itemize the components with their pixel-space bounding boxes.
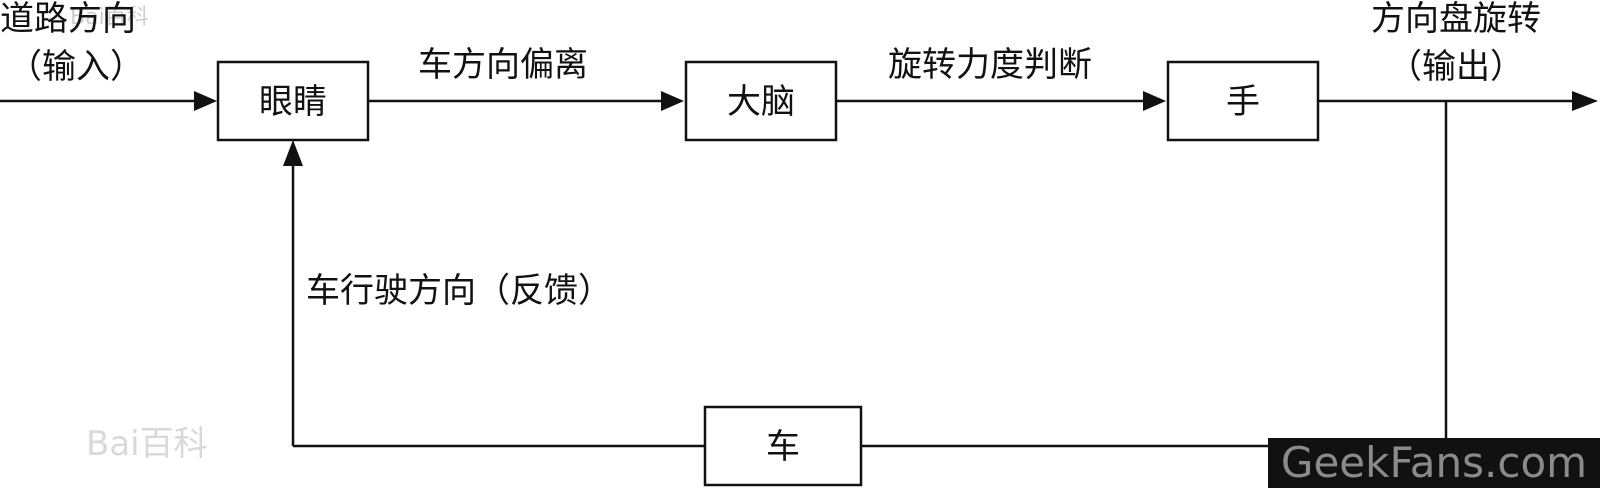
hand-label: 手 [1226, 82, 1260, 122]
eyes-label: 眼睛 [259, 82, 327, 122]
eyes-box [216, 60, 370, 142]
feedback-label: 车行驶方向（反馈） [306, 271, 612, 311]
baidu-watermark: Bai百科 [86, 424, 208, 464]
force-judgement-label: 旋转力度判断 [888, 45, 1092, 85]
deviation-label: 车方向偏离 [418, 45, 588, 85]
output-label-line1: 方向盘旋转 [1371, 0, 1541, 39]
faint-watermark: Bai百科 [70, 5, 149, 30]
car-label: 车 [766, 427, 800, 467]
input-label-line2: （输入） [8, 47, 144, 87]
geekfans-watermark: GeekFans.com [1281, 438, 1587, 487]
brain-label: 大脑 [727, 82, 795, 122]
output-arrowhead [1572, 91, 1598, 111]
input-label-line1: 道路方向 [0, 0, 136, 39]
input-arrowhead [194, 91, 217, 111]
car-box [703, 405, 863, 487]
brain-box [684, 60, 838, 142]
output-label-line2: （输出） [1388, 47, 1524, 87]
eyes-to-brain-arrowhead [661, 91, 684, 111]
feedback-arrowhead [283, 140, 303, 166]
geekfans-watermark-band [1268, 438, 1600, 488]
brain-to-hand-arrowhead [1143, 91, 1166, 111]
